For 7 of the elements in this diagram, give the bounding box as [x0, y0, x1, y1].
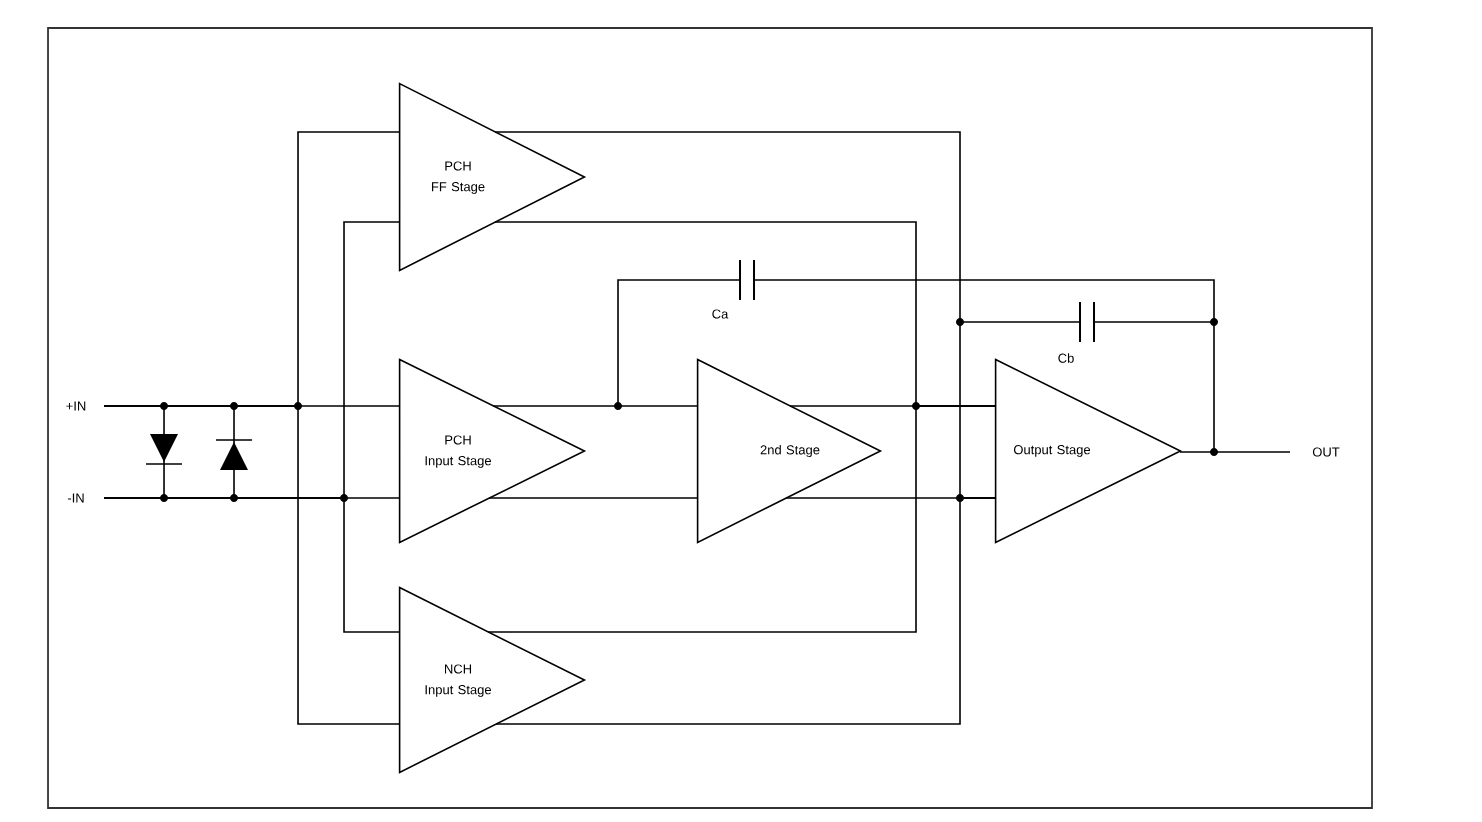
wire: [103, 497, 401, 633]
wire: [1179, 451, 1291, 453]
wire: [492, 405, 699, 407]
wire: [487, 405, 997, 633]
wire: [495, 497, 997, 725]
wire: [488, 497, 699, 499]
wire: [103, 405, 401, 725]
